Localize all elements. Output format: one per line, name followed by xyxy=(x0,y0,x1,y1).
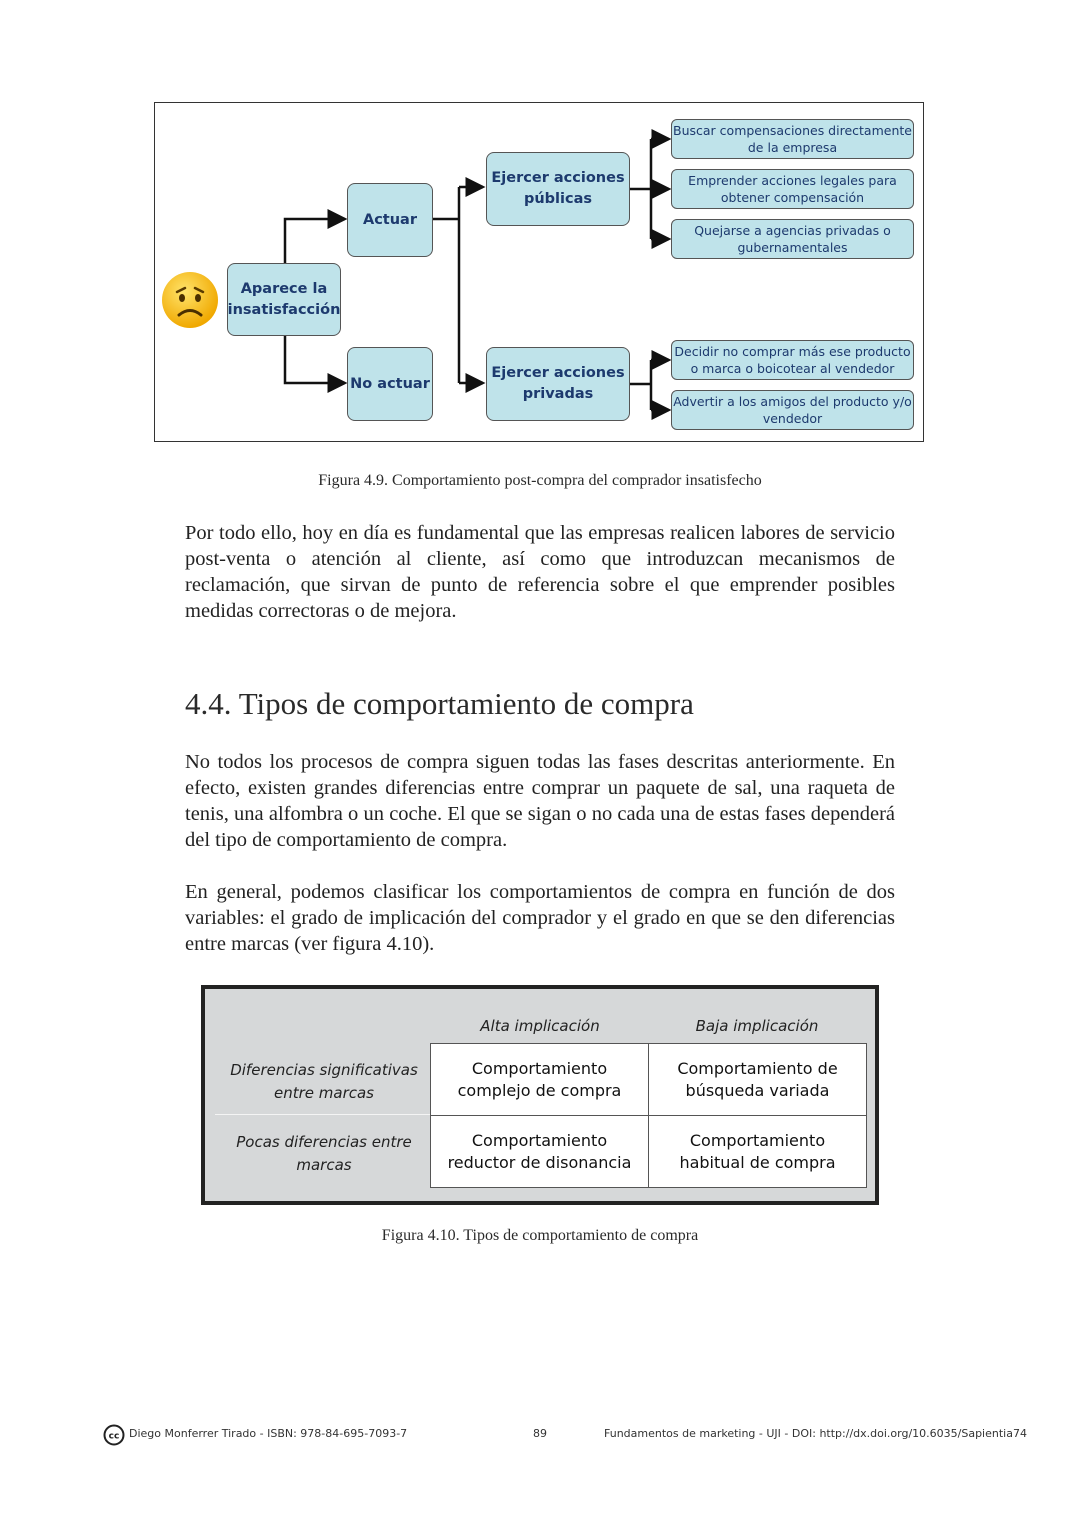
public-option-1: Buscar compensaciones directamente de la… xyxy=(671,119,914,159)
cell-complex: Comportamiento complejo de compra xyxy=(430,1043,649,1116)
svg-text:cc: cc xyxy=(109,1432,120,1442)
private-option-1: Decidir no comprar más ese producto o ma… xyxy=(671,340,914,380)
public-actions-node: Ejercer acciones públicas xyxy=(486,152,630,226)
row-separator xyxy=(215,1114,431,1115)
private-option-2: Advertir a los amigos del producto y/o v… xyxy=(671,390,914,430)
section-heading: 4.4. Tipos de comportamiento de compra xyxy=(185,686,694,721)
private-actions-node: Ejercer acciones privadas xyxy=(486,347,630,421)
row-header-few: Pocas diferencias entre marcas xyxy=(236,1133,412,1174)
diagram-connectors xyxy=(283,129,672,420)
paragraph-3: En general, podemos clasificar los compo… xyxy=(185,881,895,955)
col-header-high: Alta implicación xyxy=(480,1017,600,1035)
post-purchase-diagram: Aparece la insatisfacción Actuar No actu… xyxy=(154,102,924,442)
creative-commons-icon: cc xyxy=(103,1424,125,1446)
cell-dissonance-reducing: Comportamiento reductor de disonancia xyxy=(430,1115,649,1188)
act-node: Actuar xyxy=(347,183,433,257)
start-node: Aparece la insatisfacción xyxy=(227,263,341,336)
no-act-node: No actuar xyxy=(347,347,433,421)
page-number: 89 xyxy=(533,1427,547,1440)
row-header-significant: Diferencias significativas entre marcas xyxy=(230,1061,418,1102)
public-option-2: Emprender acciones legales para obtener … xyxy=(671,169,914,209)
purchase-behaviour-table: Alta implicación Baja implicación Difere… xyxy=(201,985,879,1205)
cell-variety-seeking: Comportamiento de búsqueda variada xyxy=(648,1043,867,1116)
footer-author: Diego Monferrer Tirado - ISBN: 978-84-69… xyxy=(129,1427,408,1440)
cell-habitual: Comportamiento habitual de compra xyxy=(648,1115,867,1188)
col-header-low: Baja implicación xyxy=(695,1017,819,1035)
paragraph-1: Por todo ello, hoy en día es fundamental… xyxy=(185,522,895,622)
figure-49-caption: Figura 4.9. Comportamiento post-compra d… xyxy=(318,472,762,489)
public-option-3: Quejarse a agencias privadas o gubername… xyxy=(671,219,914,259)
sad-face-icon xyxy=(162,272,218,328)
paragraph-2: No todos los procesos de compra siguen t… xyxy=(185,751,895,851)
figure-410-caption: Figura 4.10. Tipos de comportamiento de … xyxy=(381,1227,699,1244)
footer-book: Fundamentos de marketing - UJI - DOI: ht… xyxy=(604,1427,1027,1440)
